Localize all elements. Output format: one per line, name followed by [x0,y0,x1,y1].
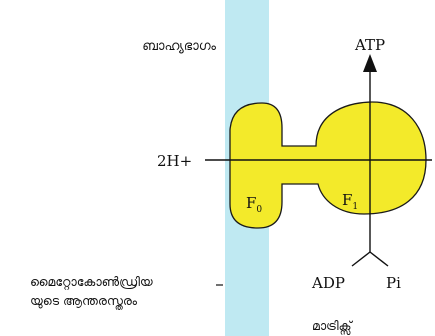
f1-letter: F [342,191,352,209]
outer-side-label: ബാഹ്യഭാഗം [142,39,216,54]
f1-subscript: 1 [352,202,358,212]
f0-letter: F [246,194,256,212]
proton-label: 2H+ [157,152,192,170]
inner-membrane-label-line1: മൈറ്റോകോൺഡ്രിയ [30,274,154,290]
pi-label: Pi [386,274,401,292]
pi-branch-line [369,251,389,267]
atp-arrowhead [363,54,377,72]
f0-subscript: 0 [256,205,262,215]
f0-label: F0 [246,194,262,215]
adp-branch-line [351,251,371,267]
inner-membrane-label-line2: യുടെ ആന്തരസ്തരം [30,293,138,310]
adp-label: ADP [311,274,345,292]
atp-label: ATP [354,36,385,54]
matrix-label: മാട്രിക്സ് [312,318,353,335]
f1-label: F1 [342,191,358,212]
